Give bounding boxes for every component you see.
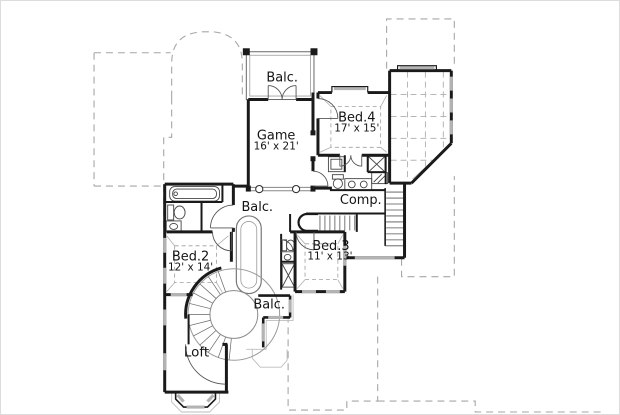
spiral-staircase (184, 266, 281, 361)
sink (283, 254, 292, 261)
door-swings (185, 85, 363, 385)
windows (163, 66, 453, 409)
back-stairs (319, 191, 405, 247)
room-dims-game: 16' x 21' (254, 140, 299, 152)
room-dims-bed3: 11' x 13' (307, 251, 352, 263)
room-label-balc-mid: Balc. (241, 200, 273, 215)
room-dims-bed4: 17' x 15' (334, 122, 379, 134)
top-balcony-railing (242, 48, 318, 101)
toilet (167, 204, 175, 221)
room-label-bed4: Bed.4 (338, 110, 375, 125)
stair-bullnose-wall (297, 212, 318, 232)
stair-top-wall (306, 212, 386, 232)
footprint-dashed-outlines (93, 18, 606, 413)
bay-window-frames (331, 65, 437, 93)
walls-interior (164, 155, 387, 345)
room-label-game: Game (257, 128, 296, 143)
room-label-bed3: Bed.3 (312, 239, 349, 254)
tray-ceiling-diagonals (166, 95, 387, 293)
tray-ceiling-dashes (174, 106, 382, 284)
room-label-balc-top: Balc. (266, 71, 298, 86)
sink (347, 180, 356, 189)
room-dims-bed2: 12' x 14' (168, 262, 213, 274)
sink (169, 222, 179, 230)
room-labels: Balc. Game 16' x 21' Bed.4 17' x 15' Com… (168, 71, 382, 361)
wall-posts (310, 130, 316, 162)
spiral-treads (188, 271, 232, 361)
room-label-loft: Loft (184, 345, 209, 360)
gallery-colonnade (245, 184, 316, 194)
open-to-below-capsule (235, 215, 262, 295)
walls-exterior (163, 69, 453, 394)
room-label-comp: Comp. (340, 193, 382, 208)
room-label-balc-bottom: Balc. (253, 298, 285, 313)
sink (359, 180, 368, 189)
room-label-bed2: Bed.2 (172, 250, 209, 265)
open-area-grid (390, 71, 451, 182)
toilet (281, 239, 288, 252)
